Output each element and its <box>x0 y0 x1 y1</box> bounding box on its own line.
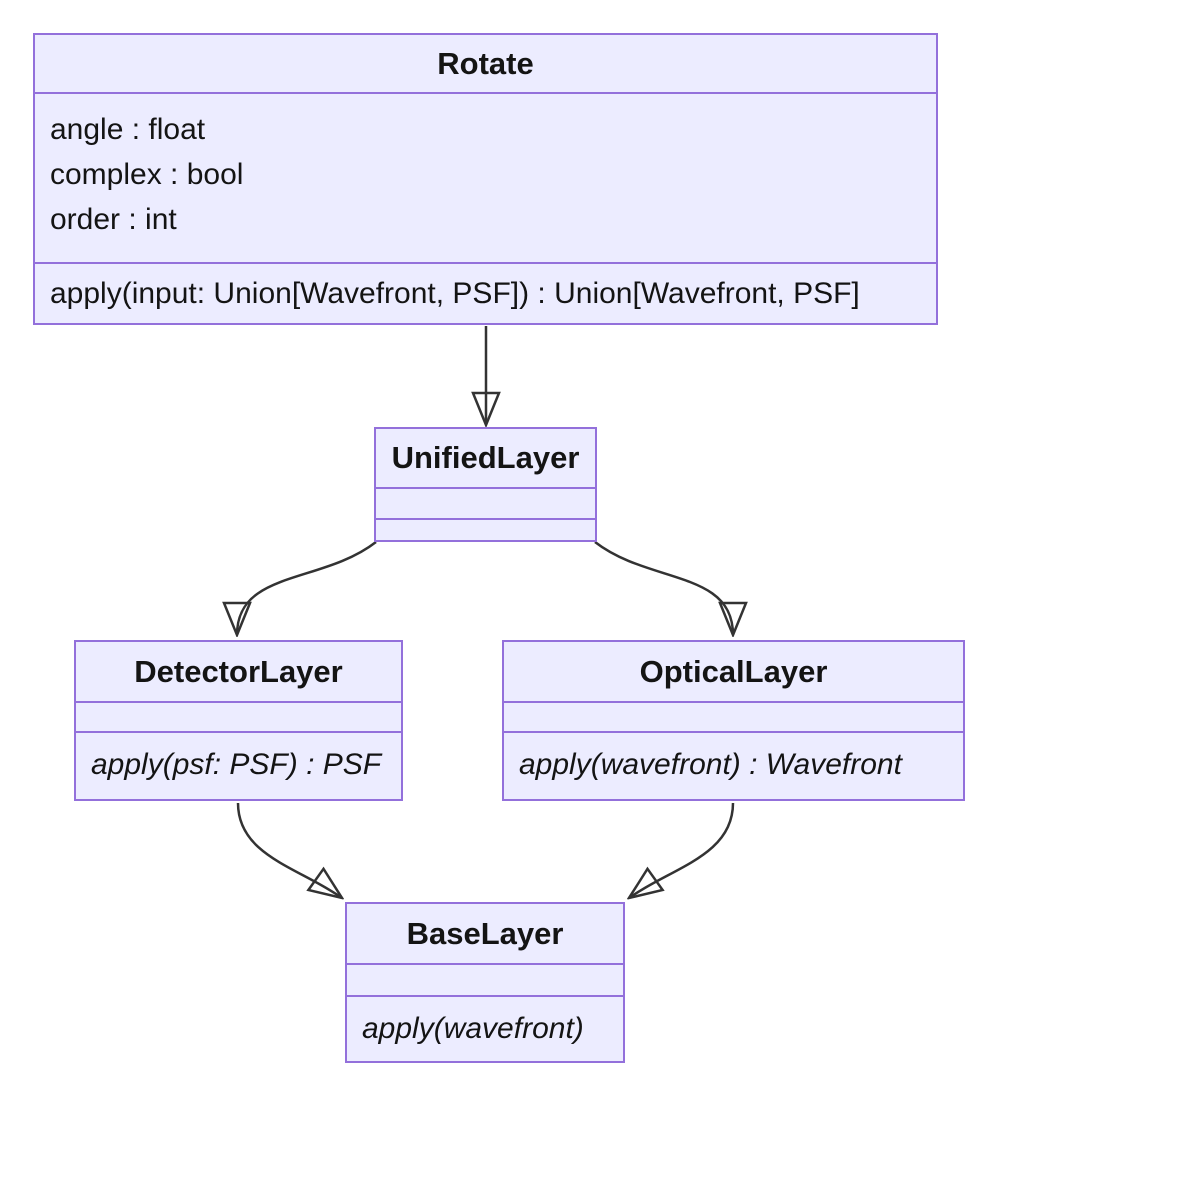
inheritance-arrow-unifiedlayer-to-detectorlayer <box>237 541 377 635</box>
class-attributes-detectorlayer <box>76 703 401 733</box>
class-title-baselayer: BaseLayer <box>347 904 623 965</box>
class-box-detectorlayer: DetectorLayer apply(psf: PSF) : PSF <box>74 640 403 801</box>
class-attributes-rotate: angle : float complex : bool order : int <box>35 94 936 264</box>
class-attributes-opticallayer <box>504 703 963 733</box>
method-rotate-apply: apply(input: Union[Wavefront, PSF]) : Un… <box>50 277 860 310</box>
class-box-unifiedlayer: UnifiedLayer <box>374 427 597 542</box>
attribute-order: order : int <box>50 203 177 236</box>
class-attributes-unifiedlayer <box>376 489 595 520</box>
method-detectorlayer-apply: apply(psf: PSF) : PSF <box>91 748 382 781</box>
method-opticallayer-apply: apply(wavefront) : Wavefront <box>519 748 902 781</box>
inheritance-arrow-opticallayer-to-baselayer <box>629 802 735 898</box>
class-attributes-baselayer <box>347 965 623 997</box>
class-methods-rotate: apply(input: Union[Wavefront, PSF]) : Un… <box>35 264 936 323</box>
method-baselayer-apply: apply(wavefront) <box>362 1012 584 1045</box>
class-methods-opticallayer: apply(wavefront) : Wavefront <box>504 733 963 797</box>
class-title-rotate: Rotate <box>35 35 936 94</box>
attribute-complex: complex : bool <box>50 158 244 191</box>
inheritance-arrow-unifiedlayer-to-opticallayer <box>594 541 733 635</box>
class-box-rotate: Rotate angle : float complex : bool orde… <box>33 33 938 325</box>
class-title-unifiedlayer: UnifiedLayer <box>376 429 595 489</box>
attribute-angle: angle : float <box>50 113 206 146</box>
inheritance-arrow-detectorlayer-to-baselayer <box>236 802 342 898</box>
class-box-opticallayer: OpticalLayer apply(wavefront) : Wavefron… <box>502 640 965 801</box>
class-box-baselayer: BaseLayer apply(wavefront) <box>345 902 625 1063</box>
class-methods-detectorlayer: apply(psf: PSF) : PSF <box>76 733 401 797</box>
class-methods-baselayer: apply(wavefront) <box>347 997 623 1061</box>
class-methods-unifiedlayer <box>376 520 595 540</box>
class-title-detectorlayer: DetectorLayer <box>76 642 401 703</box>
class-title-opticallayer: OpticalLayer <box>504 642 963 703</box>
